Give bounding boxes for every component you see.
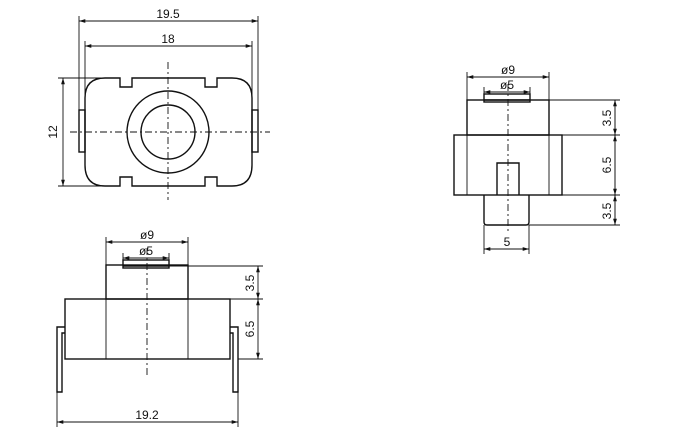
dim-side-height-top: 3.5 [600, 109, 614, 126]
dim-front-height-mid: 6.5 [243, 320, 257, 337]
dim-side-dia-outer: ø9 [501, 63, 515, 77]
dim-front-dia-inner: ø5 [139, 244, 153, 258]
dim-top-height: 12 [46, 125, 60, 139]
dim-front-height-top: 3.5 [243, 274, 257, 291]
dim-side-height-mid: 6.5 [600, 156, 614, 173]
side-view: ø9 ø5 3.5 6.5 3.5 5 [453, 63, 620, 254]
dim-side-height-bottom: 3.5 [600, 202, 614, 219]
dim-top-width-body: 18 [161, 32, 175, 46]
dim-front-width-total: 19.2 [135, 408, 159, 422]
dim-side-tab-width: 5 [504, 235, 511, 249]
dim-top-width-overall: 19.5 [156, 7, 180, 21]
dim-front-dia-outer: ø9 [140, 228, 154, 242]
front-view: ø9 ø5 3.5 6.5 19.2 [56, 228, 263, 427]
dim-side-dia-inner: ø5 [500, 78, 514, 92]
top-view: 19.5 18 12 [46, 7, 270, 200]
